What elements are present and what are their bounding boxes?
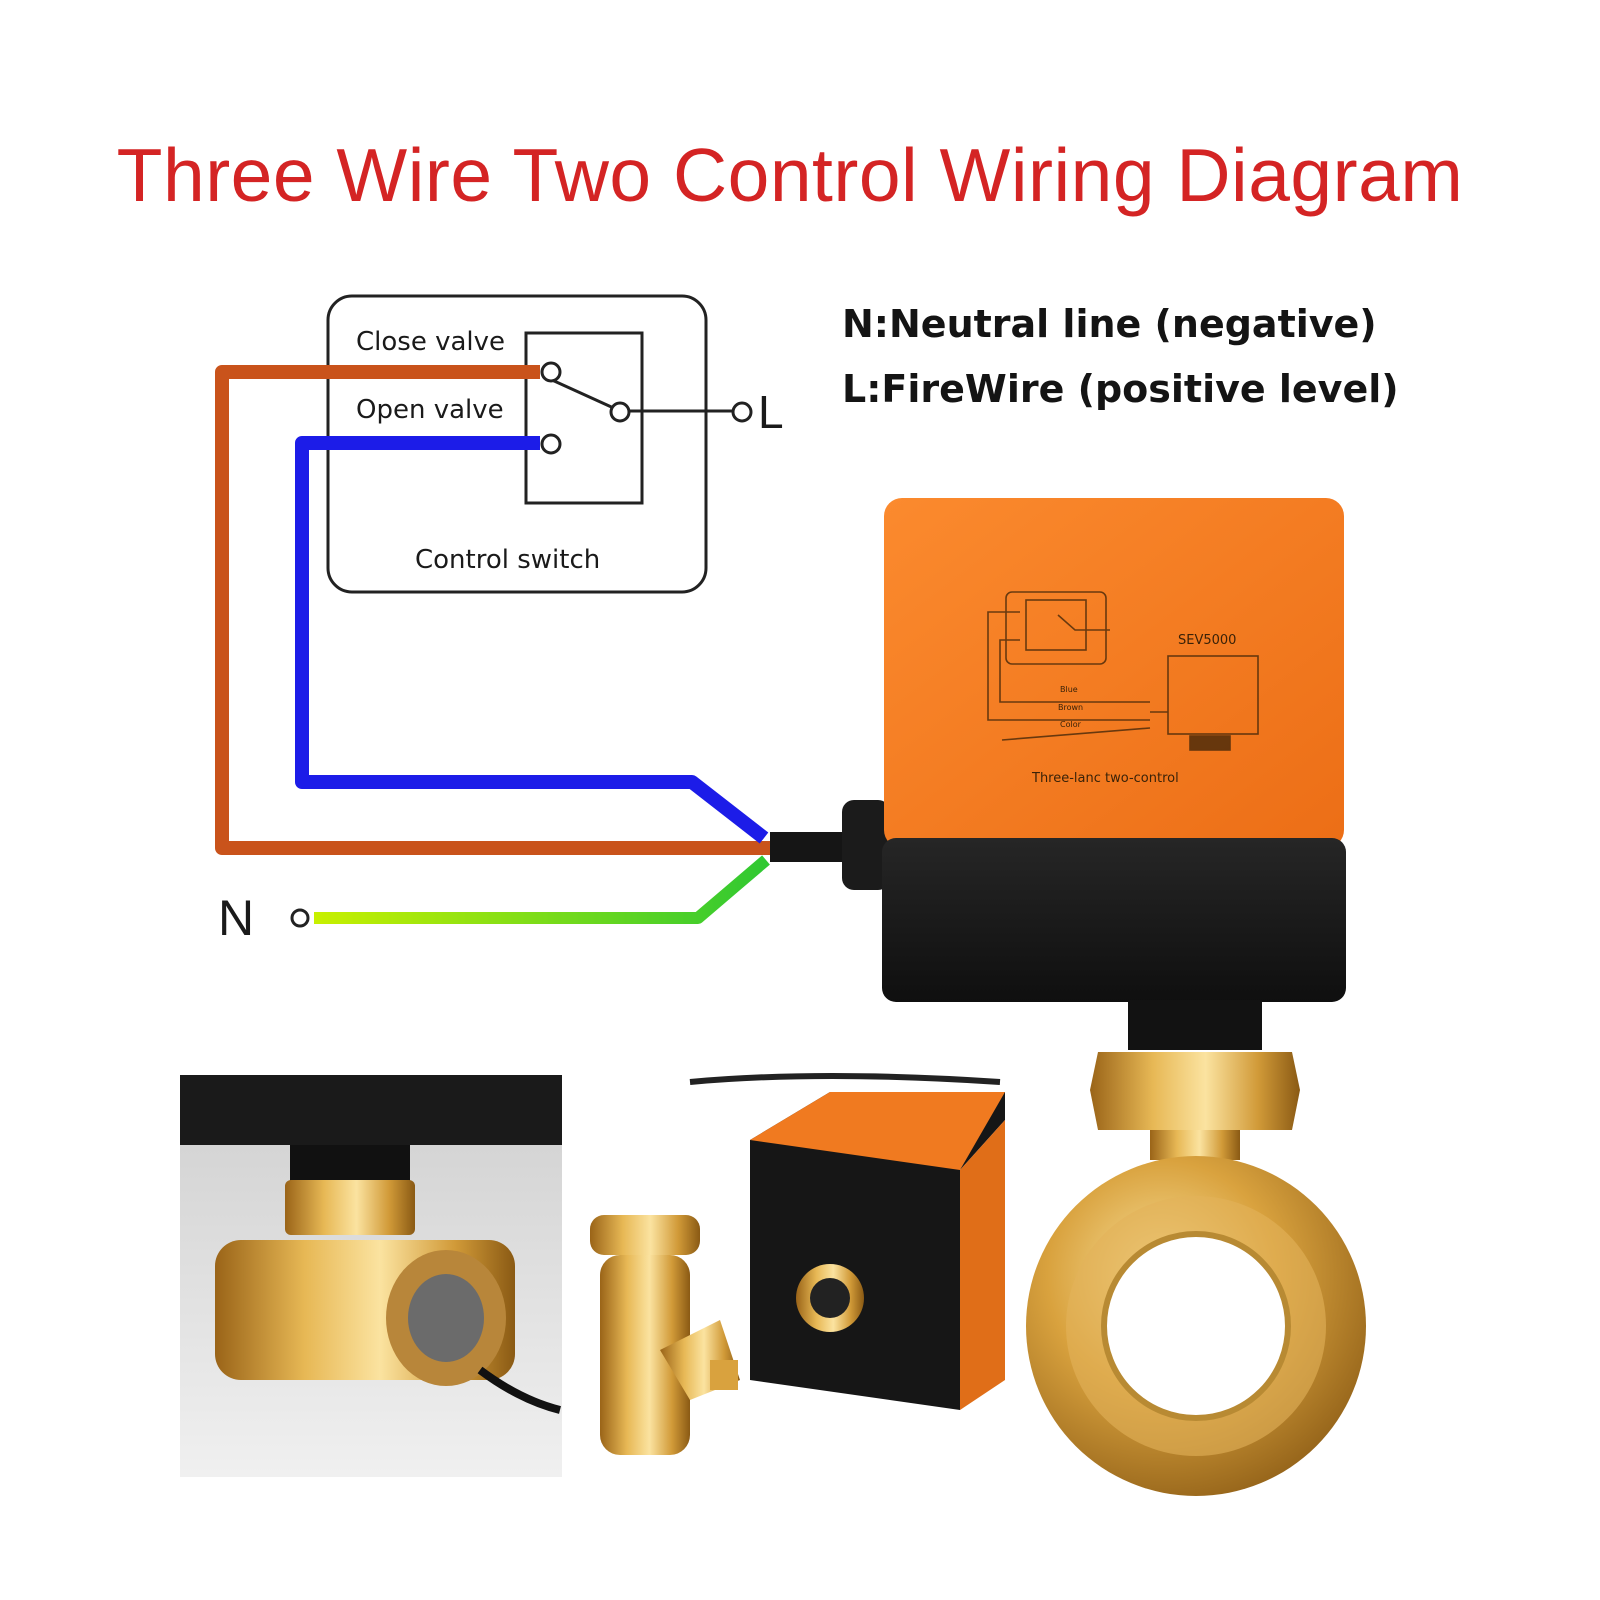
open-valve-label: Open valve bbox=[356, 395, 504, 425]
l-terminal-label: L bbox=[758, 386, 784, 438]
wires: N bbox=[215, 365, 770, 946]
valve-port bbox=[1101, 1231, 1291, 1421]
actuator-black-base bbox=[882, 838, 1346, 1002]
cable-gland bbox=[770, 832, 850, 862]
printed-mini-diagram bbox=[987, 591, 1259, 751]
control-switch-caption: Control switch bbox=[415, 545, 600, 575]
close-wire bbox=[215, 365, 770, 855]
brass-nut bbox=[1090, 1052, 1300, 1130]
mini-label-blue: Blue bbox=[1060, 685, 1078, 694]
close-terminal bbox=[540, 361, 562, 383]
neutral-terminal-label: N bbox=[218, 890, 254, 946]
photo-valve-closeup bbox=[180, 1075, 562, 1477]
l-terminal bbox=[731, 401, 753, 423]
mini-label-color: Color bbox=[1060, 720, 1082, 729]
actuator-model-label: SEV5000 bbox=[1178, 633, 1236, 648]
mini-label-brown: Brown bbox=[1058, 703, 1083, 712]
open-wire bbox=[295, 436, 769, 844]
diagram-title: Three Wire Two Control Wiring Diagram bbox=[116, 133, 1464, 217]
close-valve-label: Close valve bbox=[356, 327, 505, 357]
legend-neutral: N:Neutral line (negative) bbox=[842, 302, 1377, 346]
legend-firewire: L:FireWire (positive level) bbox=[842, 367, 1399, 411]
valve-actuator: SEV5000 Blue Brown Color Three-lanc two-… bbox=[770, 498, 1366, 1496]
photo-valve-and-actuator bbox=[575, 1073, 1005, 1477]
neutral-terminal bbox=[290, 908, 310, 928]
common-terminal bbox=[609, 401, 631, 423]
actuator-caption: Three-lanc two-control bbox=[1031, 771, 1179, 786]
actuator-orange-housing bbox=[884, 498, 1344, 848]
control-switch-box: Close valve Open valve Control switch L bbox=[326, 294, 784, 594]
neutral-wire bbox=[314, 855, 770, 924]
open-terminal bbox=[540, 433, 562, 455]
